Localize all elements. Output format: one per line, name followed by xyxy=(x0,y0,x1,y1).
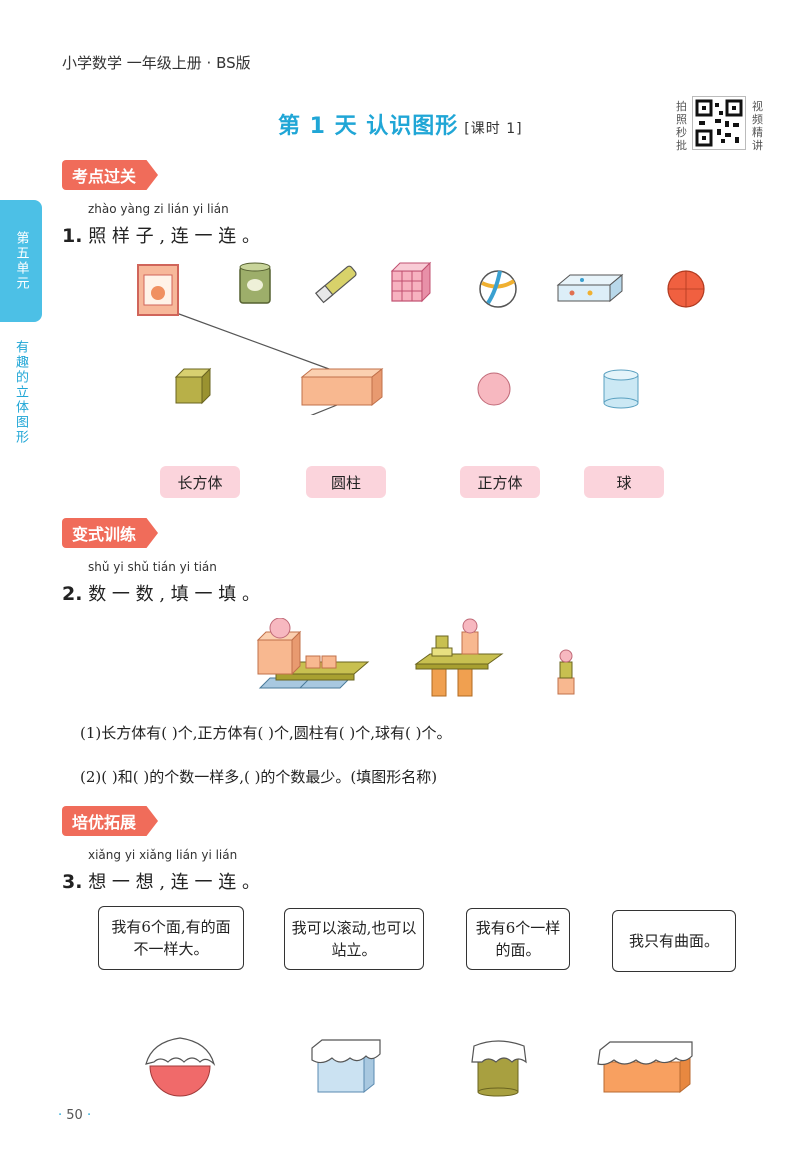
unit-tab[interactable]: 第五单元 xyxy=(0,200,42,322)
question-1-text: 照 样 子 , 连 一 连 。 xyxy=(88,226,260,247)
label-sphere[interactable]: 球 xyxy=(584,466,664,498)
label-cylinder[interactable]: 圆柱 xyxy=(306,466,386,498)
cuboid-shape-icon xyxy=(300,367,384,407)
question-2-part-2[interactable]: (2)( )和( )的个数一样多,( )的个数最少。(填图形名称) xyxy=(80,768,438,786)
pencil-box-icon xyxy=(556,273,624,303)
hint-bubble-1[interactable]: 我有6个面,有的面不一样大。 xyxy=(98,906,244,970)
qr-right-caption: 视频精讲 xyxy=(752,100,763,152)
block-structure-3 xyxy=(557,649,575,695)
question-2-text: 数 一 数 , 填 一 填 。 xyxy=(88,584,260,605)
question-3: 3. 想 一 想 , 连 一 连 。 xyxy=(62,868,260,894)
example-line-1 xyxy=(159,306,341,374)
covered-sphere-icon xyxy=(145,1037,216,1097)
question-3-text: 想 一 想 , 连 一 连 。 xyxy=(88,872,260,893)
covered-cuboid-icon xyxy=(597,1041,693,1094)
question-1-pinyin: zhào yàng zi lián yi lián xyxy=(88,202,229,216)
page-number: · 50 · xyxy=(58,1108,92,1123)
label-cuboid[interactable]: 长方体 xyxy=(160,466,240,498)
qr-left-caption: 拍照秒批 xyxy=(676,100,687,152)
hint-bubble-4[interactable]: 我只有曲面。 xyxy=(612,910,736,972)
question-2-number: 2. xyxy=(62,583,83,605)
question-3-number: 3. xyxy=(62,871,83,893)
shapes-illustration-1 xyxy=(137,261,705,415)
volleyball-icon xyxy=(479,270,517,308)
lesson-title-main: 第 1 天 认识图形 xyxy=(278,114,459,139)
section-badge-1: 考点过关 xyxy=(62,160,159,190)
block-structure-1 xyxy=(256,618,370,689)
question-3-pinyin: xiǎng yi xiǎng lián yi lián xyxy=(88,848,238,862)
sphere-shape-icon xyxy=(477,372,511,406)
rubiks-cube-icon xyxy=(390,261,432,303)
toy-box-icon xyxy=(137,264,179,316)
example-line-2 xyxy=(310,402,343,415)
unit-topic: 有趣的立体图形 xyxy=(13,340,28,445)
basketball-icon xyxy=(667,270,705,308)
section-badge-3: 培优拓展 xyxy=(62,806,159,836)
covered-shapes-illustration xyxy=(145,1037,693,1097)
can-icon xyxy=(239,262,271,304)
hint-bubble-3[interactable]: 我有6个一样的面。 xyxy=(466,908,570,970)
section-badge-2: 变式训练 xyxy=(62,518,159,548)
glue-stick-icon xyxy=(314,265,357,304)
question-2: 2. 数 一 数 , 填 一 填 。 xyxy=(62,580,260,606)
covered-cylinder-icon xyxy=(471,1040,527,1097)
block-structure-2 xyxy=(414,618,504,697)
question-1: 1. 照 样 子 , 连 一 连 。 xyxy=(62,222,260,248)
block-structures-illustration xyxy=(256,618,575,697)
hint-bubble-2[interactable]: 我可以滚动,也可以站立。 xyxy=(284,908,424,970)
book-title: 小学数学 一年级上册 · BS版 xyxy=(62,54,251,72)
cube-shape-icon xyxy=(174,367,212,405)
question-2-part-1[interactable]: (1)长方体有( )个,正方体有( )个,圆柱有( )个,球有( )个。 xyxy=(80,724,452,742)
label-cube[interactable]: 正方体 xyxy=(460,466,540,498)
cylinder-shape-icon xyxy=(603,369,639,409)
lesson-title: 第 1 天 认识图形 [课时 1] xyxy=(278,108,523,140)
covered-cube-icon xyxy=(311,1039,381,1094)
question-1-number: 1. xyxy=(62,225,83,247)
question-2-pinyin: shǔ yi shǔ tián yi tián xyxy=(88,560,217,574)
lesson-subtitle: [课时 1] xyxy=(464,121,523,137)
qr-code-icon[interactable] xyxy=(692,96,746,150)
